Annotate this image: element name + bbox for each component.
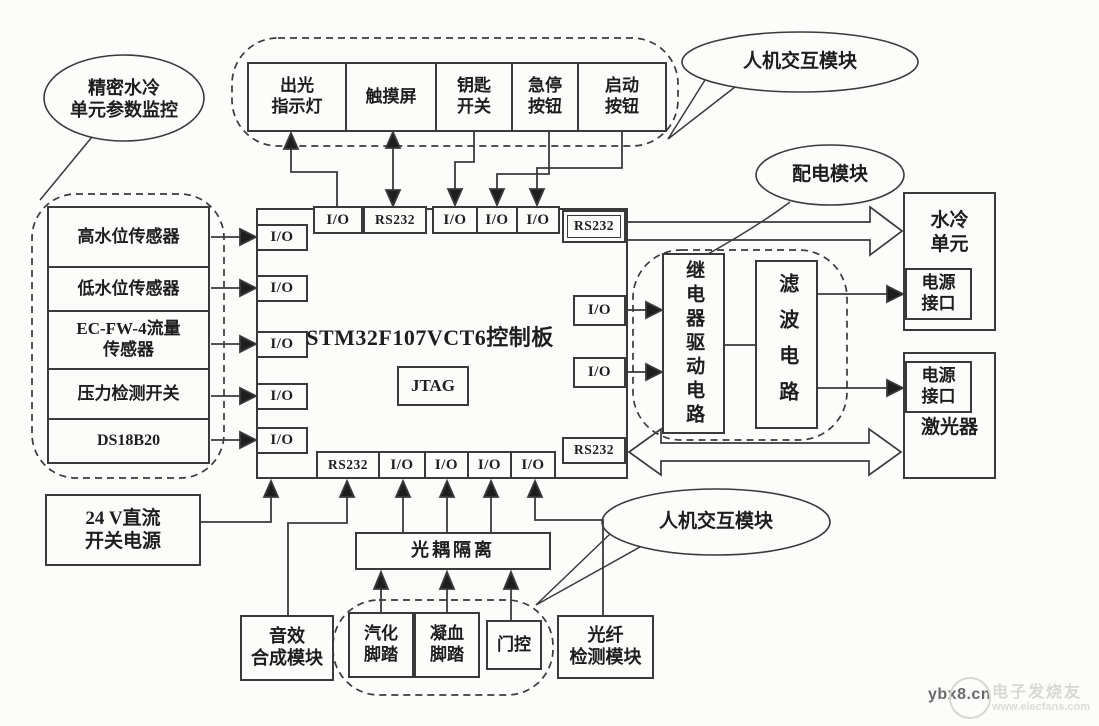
watermark-brand: 电子发烧友 xyxy=(992,684,1083,701)
flow-sensor-box: EC-FW-4流量 传感器 xyxy=(47,310,210,370)
port-left-io-2: I/O xyxy=(256,275,308,302)
power-distribution-oval xyxy=(755,144,905,206)
hmi-top-callout: 人机交互模块 xyxy=(742,51,857,73)
port-top-io-3: I/O xyxy=(476,206,518,234)
light-output-indicator-box: 出光 指示灯 xyxy=(247,62,347,132)
cooling-power-interface-box: 电源 接口 xyxy=(905,268,972,320)
port-bottom-io-1: I/O xyxy=(378,451,426,479)
high-water-sensor-box: 高水位传感器 xyxy=(47,206,210,268)
port-top-rs232: RS232 xyxy=(363,206,427,234)
port-right-rs232-top: RS232 xyxy=(562,210,626,243)
low-water-sensor-box: 低水位传感器 xyxy=(47,266,210,312)
pressure-switch-box: 压力检测开关 xyxy=(47,368,210,420)
gate-control-box: 门控 xyxy=(486,620,542,670)
audio-synthesis-module-box: 音效 合成模块 xyxy=(240,615,334,681)
watermark-url: www.elecfans.com xyxy=(992,701,1091,713)
port-left-io-3: I/O xyxy=(256,331,308,358)
port-right-io-1: I/O xyxy=(573,295,626,326)
rs232-to-cooling-arrow xyxy=(628,205,904,257)
dashed-group-outlines xyxy=(31,37,848,696)
rs232-laser-double-arrow xyxy=(627,427,903,477)
top-device-wires xyxy=(282,129,623,209)
port-top-io-1: I/O xyxy=(313,206,363,234)
port-left-io-4: I/O xyxy=(256,383,308,410)
fiber-detection-module-box: 光纤 检测模块 xyxy=(557,615,654,679)
power-distribution-callout: 配电模块 xyxy=(791,164,868,186)
port-bottom-io-3: I/O xyxy=(467,451,512,479)
laser-power-interface-box: 电源 接口 xyxy=(905,361,972,413)
port-top-io-2: I/O xyxy=(432,206,478,234)
power-module-group-outline xyxy=(632,249,848,441)
psu-24v-box: 24 V直流 开关电源 xyxy=(45,494,201,566)
port-bottom-rs232: RS232 xyxy=(316,451,380,479)
touch-screen-box: 触摸屏 xyxy=(345,62,437,132)
filter-circuit-box: 滤波电路 xyxy=(755,260,818,429)
callout-leaders xyxy=(39,79,791,606)
port-right-io-2: I/O xyxy=(573,357,626,388)
control-board-title: STM32F107VCT6控制板 xyxy=(306,325,554,351)
bottom-wires xyxy=(201,478,604,620)
laser-label: 激光器 xyxy=(920,417,978,439)
relay-driver-circuit-box: 继电器驱动电路 xyxy=(662,253,725,434)
hmi-bottom-callout: 人机交互模块 xyxy=(658,511,773,533)
port-right-rs232-bottom: RS232 xyxy=(562,437,626,464)
callout-ovals xyxy=(43,31,919,556)
port-left-io-1: I/O xyxy=(256,224,308,251)
power-module-wires xyxy=(626,284,906,398)
sensor-arrows xyxy=(211,227,259,450)
opto-isolation-box: 光耦隔离 xyxy=(355,532,551,570)
emergency-stop-button-box: 急停 按钮 xyxy=(511,62,579,132)
watermark-logo-icon xyxy=(949,677,991,719)
water-cooling-unit-label: 水冷 单元 xyxy=(930,210,969,255)
top-device-group-outline xyxy=(231,37,679,147)
precision-cooling-callout: 精密水冷 单元参数监控 xyxy=(70,77,178,121)
hmi-top-oval xyxy=(681,31,919,93)
rs232-bus-arrows xyxy=(627,205,904,477)
sensor-group-outline xyxy=(31,193,225,479)
ds18b20-sensor-box: DS18B20 xyxy=(47,418,210,464)
vapor-pedal-box: 汽化 脚踏 xyxy=(348,612,414,678)
precision-cooling-oval xyxy=(43,54,205,142)
port-top-io-4: I/O xyxy=(516,206,560,234)
jtag-port: JTAG xyxy=(397,366,469,406)
start-button-box: 启动 按钮 xyxy=(577,62,667,132)
pedal-group-outline xyxy=(332,599,554,696)
port-bottom-io-2: I/O xyxy=(424,451,469,479)
key-switch-box: 钥匙 开关 xyxy=(435,62,513,132)
port-left-io-5: I/O xyxy=(256,427,308,454)
coagulation-pedal-box: 凝血 脚踏 xyxy=(414,612,480,678)
port-bottom-io-4: I/O xyxy=(510,451,556,479)
hmi-bottom-oval xyxy=(601,488,831,556)
